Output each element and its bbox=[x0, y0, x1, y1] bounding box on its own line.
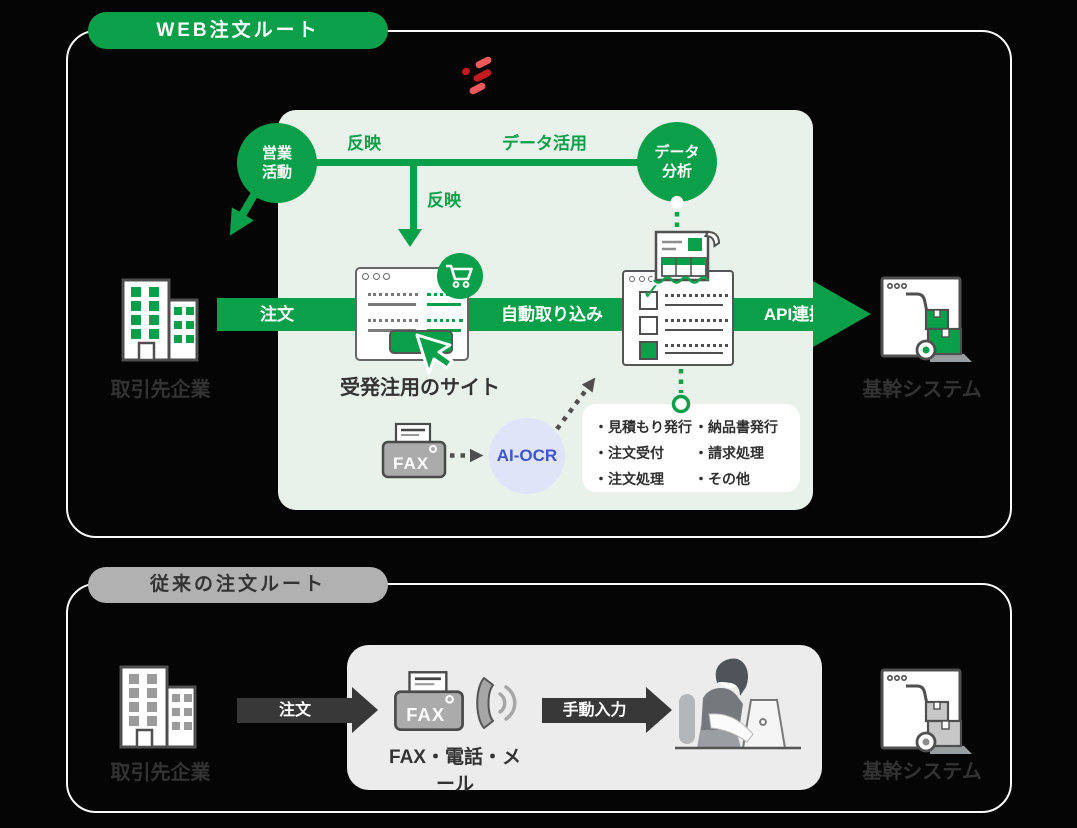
site-text-line bbox=[427, 303, 461, 306]
functions-listbox: ・見積もり発行 ・注文受付 ・注文処理 ・納品書発行 ・請求処理 ・その他 bbox=[582, 404, 800, 492]
manual-input-arrow: 手動入力 bbox=[542, 698, 647, 723]
cart-icon bbox=[446, 264, 473, 288]
legacy-route-badge: 従来の注文ルート bbox=[88, 567, 388, 603]
function-item: ・注文受付 bbox=[594, 445, 664, 461]
legacy-methods-label: FAX・電話・メール bbox=[389, 747, 521, 795]
order-edge-label: 注文 bbox=[260, 305, 294, 324]
doc-text-line bbox=[665, 329, 723, 331]
web-route-card bbox=[66, 30, 1012, 538]
doc-text-line bbox=[665, 319, 728, 322]
reflect-down-line bbox=[410, 159, 417, 230]
legacy-order-label: 注文 bbox=[278, 702, 311, 719]
client-company-label: 取引先企業 bbox=[110, 762, 211, 784]
ai-ocr-node: AI-OCR bbox=[489, 418, 565, 494]
sales-activity-line2: 活動 bbox=[261, 164, 292, 181]
api-edge-label: API連携 bbox=[763, 305, 827, 324]
doc-text-line bbox=[665, 294, 728, 297]
fax-icon: FAX bbox=[394, 671, 464, 732]
doc-text-line bbox=[665, 344, 728, 347]
core-system-icon bbox=[880, 276, 972, 362]
site-text-line bbox=[427, 293, 463, 296]
sales-activity-line1: 営業 bbox=[261, 145, 292, 162]
doc-text-line bbox=[665, 352, 723, 354]
function-item: ・見積もり発行 bbox=[594, 419, 692, 435]
site-text-line bbox=[368, 319, 418, 322]
auto-import-edge-label: 自動取り込み bbox=[501, 305, 603, 324]
reflect2-label: 反映 bbox=[427, 191, 461, 210]
site-text-line bbox=[427, 319, 463, 322]
checkmark-icon: ✓ bbox=[642, 279, 661, 304]
function-item: ・納品書発行 bbox=[694, 419, 778, 435]
legacy-order-arrowhead bbox=[352, 687, 378, 733]
function-item: ・その他 bbox=[694, 471, 750, 487]
operator-person-illustration bbox=[675, 658, 801, 750]
cart-badge bbox=[437, 253, 483, 299]
client-company-icon bbox=[121, 278, 199, 362]
client-company-icon bbox=[119, 665, 197, 749]
functions-col2: ・納品書発行 ・請求処理 ・その他 bbox=[694, 414, 778, 492]
client-company-label: 取引先企業 bbox=[110, 379, 211, 401]
data-analysis-node: データ 分析 bbox=[637, 122, 717, 202]
core-system-label: 基幹システム bbox=[862, 761, 982, 783]
feedback-line bbox=[277, 159, 677, 166]
sales-activity-node: 営業 活動 bbox=[237, 123, 317, 203]
red-dot-icon bbox=[460, 66, 472, 77]
function-item: ・注文処理 bbox=[594, 471, 664, 487]
web-route-badge-label: WEB注文ルート bbox=[156, 20, 320, 41]
reflect-down-arrowhead bbox=[398, 229, 422, 247]
red-dash-icon bbox=[474, 55, 493, 70]
data-analysis-line2: 分析 bbox=[661, 163, 692, 180]
red-dash-icon bbox=[472, 68, 493, 83]
order-site-label: 受発注用のサイト bbox=[340, 377, 500, 399]
phone-icon bbox=[476, 677, 517, 729]
function-item: ・請求処理 bbox=[694, 445, 764, 461]
manual-input-arrowhead bbox=[646, 687, 672, 733]
checkbox-checked-icon bbox=[639, 291, 658, 310]
fax-text: FAX bbox=[393, 454, 429, 473]
checkbox-empty-icon bbox=[639, 316, 658, 335]
main-flow-arrowhead bbox=[813, 281, 871, 347]
fax-text: FAX bbox=[406, 704, 445, 725]
functions-col1: ・見積もり発行 ・注文受付 ・注文処理 bbox=[594, 414, 692, 492]
red-accent-decoration bbox=[460, 55, 498, 98]
core-system-icon bbox=[880, 668, 972, 754]
legacy-route-card bbox=[66, 583, 1012, 813]
web-route-badge: WEB注文ルート bbox=[88, 12, 388, 49]
reflect1-label: 反映 bbox=[347, 134, 381, 153]
legacy-route-badge-label: 従来の注文ルート bbox=[149, 574, 326, 595]
ai-ocr-label: AI-OCR bbox=[496, 446, 558, 465]
legacy-order-arrow: 注文 bbox=[237, 698, 353, 723]
doc-text-line bbox=[665, 304, 723, 306]
receipt-icon bbox=[652, 230, 721, 286]
core-system-label: 基幹システム bbox=[862, 379, 982, 401]
cursor-icon bbox=[415, 333, 454, 375]
data-analysis-line1: データ bbox=[654, 144, 700, 161]
site-text-line bbox=[368, 303, 416, 306]
window-dots-icon bbox=[362, 273, 390, 280]
manual-input-label: 手動入力 bbox=[562, 702, 627, 719]
checkbox-filled-icon bbox=[639, 341, 658, 360]
site-text-line bbox=[368, 293, 418, 296]
data-use-label: データ活用 bbox=[502, 134, 587, 153]
fax-icon: FAX bbox=[381, 422, 447, 479]
red-dash-icon bbox=[468, 81, 487, 96]
